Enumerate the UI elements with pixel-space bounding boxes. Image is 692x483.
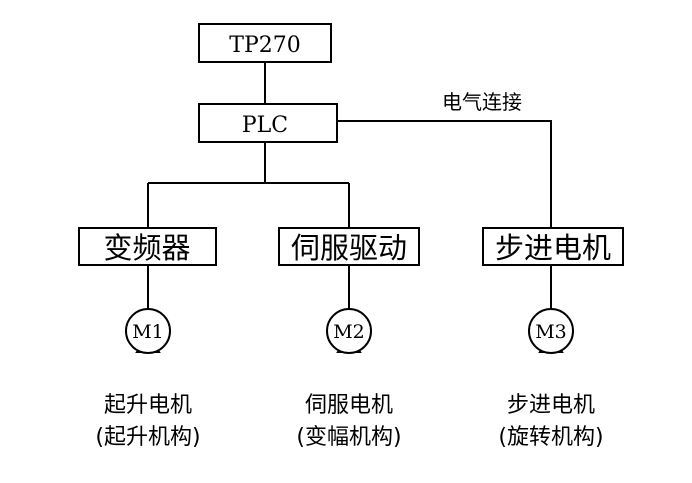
driver-box-stepper: 步进电机 (482, 227, 624, 266)
motor-m2-icon (326, 308, 372, 354)
motor-m3: M3 (528, 308, 574, 354)
driver-box-vfd: 变频器 (78, 227, 217, 266)
motor-m1-mechanism: (起升机构) (95, 425, 200, 450)
tp270-label: TP270 (229, 33, 300, 58)
electrical-connection-label: 电气连接 (442, 90, 522, 114)
motor-m3-mechanism: (旋转机构) (498, 425, 603, 450)
motor-m1-icon (125, 308, 171, 354)
motor-m3-name: 步进电机 (507, 393, 595, 418)
driver-label-vfd: 变频器 (103, 231, 190, 265)
wire-electrical-connection (337, 120, 552, 228)
motor-m2-name: 伺服电机 (305, 393, 393, 418)
motor-m2: M2 (326, 308, 372, 354)
motor-m2-mechanism: (变幅机构) (296, 425, 401, 450)
driver-label-stepper: 步进电机 (495, 231, 611, 265)
motor-m2-symbol: M2 (333, 321, 365, 343)
wires (147, 62, 552, 310)
driver-box-servo: 伺服驱动 (278, 227, 420, 266)
motor-m1-symbol: M1 (132, 321, 164, 343)
plc-box: PLC (198, 103, 338, 143)
motor-m1-name: 起升电机 (104, 393, 192, 418)
tp270-box: TP270 (198, 23, 332, 63)
driver-label-servo: 伺服驱动 (291, 231, 407, 265)
motor-m3-symbol: M3 (535, 321, 567, 343)
motor-m3-icon (528, 308, 574, 354)
plc-label: PLC (242, 113, 288, 138)
motor-m1: M1 (125, 308, 171, 354)
